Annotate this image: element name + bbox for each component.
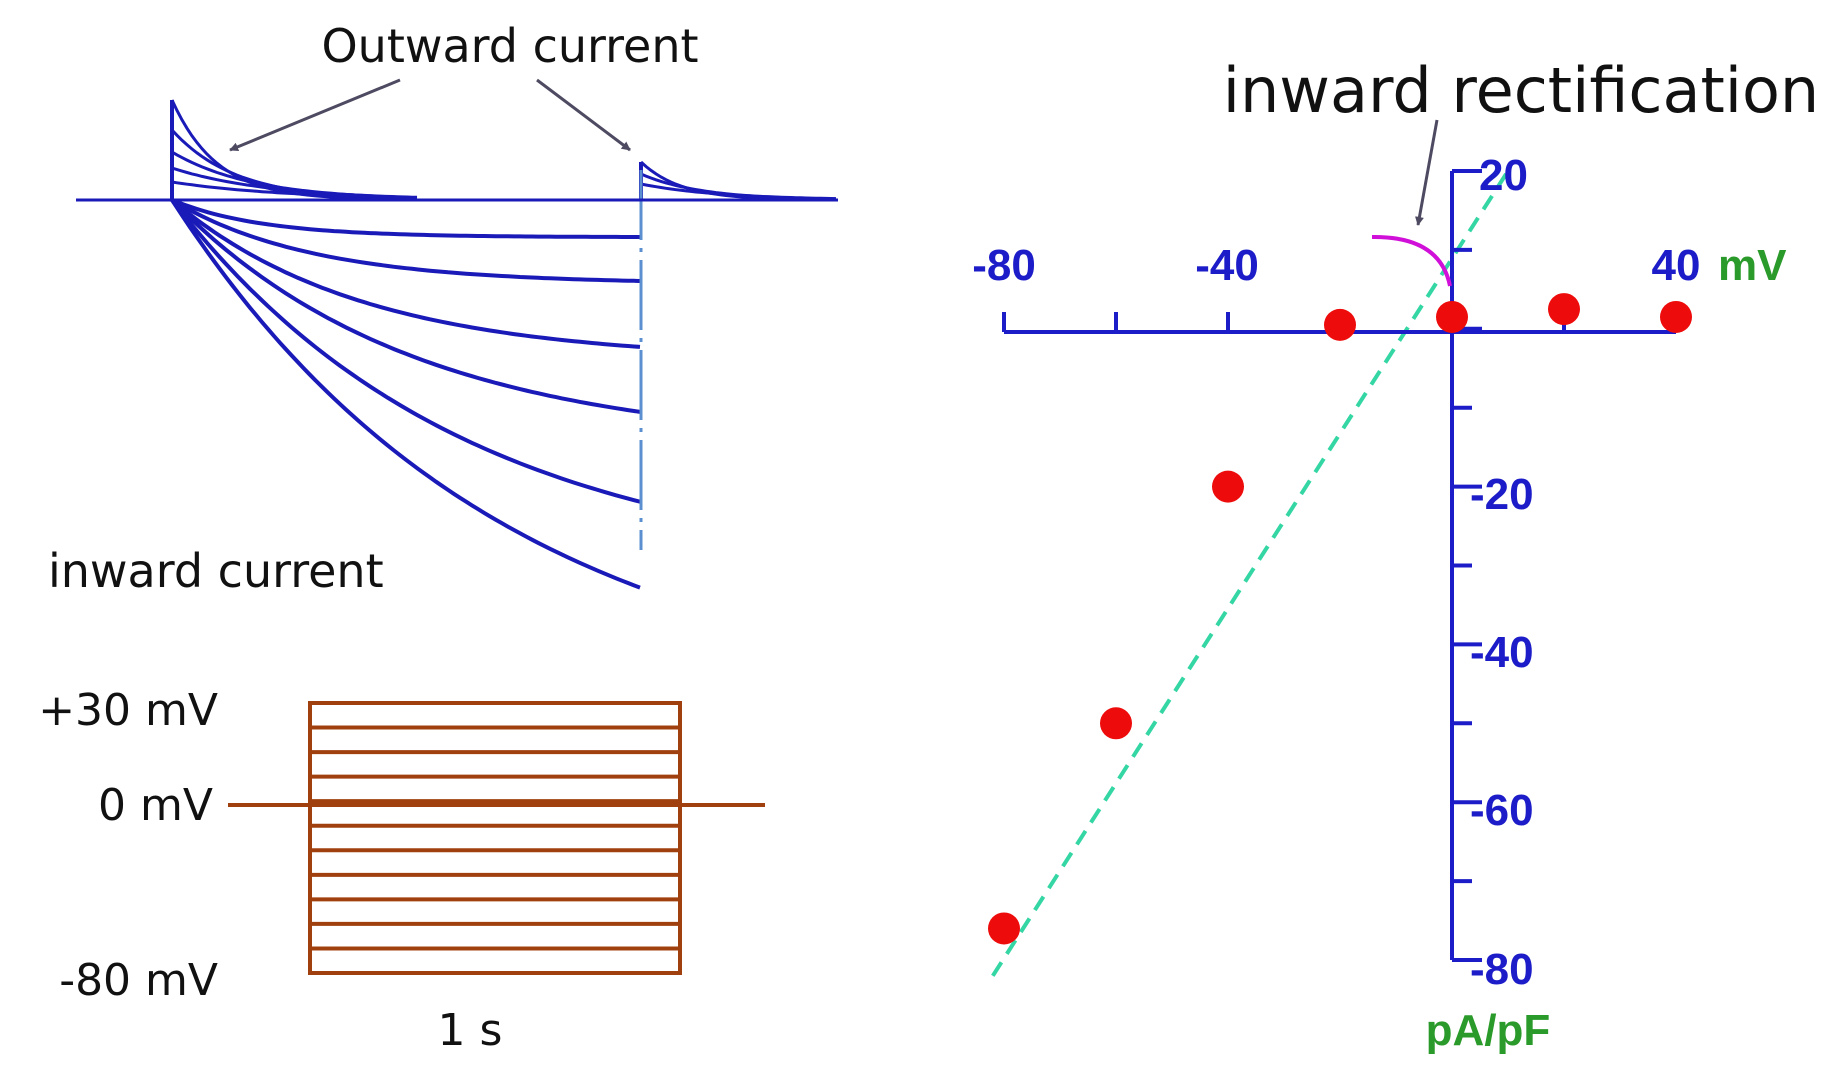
- linear-fit-line: [991, 169, 1510, 977]
- outward-current-trace: [171, 180, 418, 200]
- y-tick-label: 20: [1479, 151, 1528, 200]
- data-point: [1212, 470, 1244, 503]
- data-point: [1548, 293, 1580, 326]
- y-tick-label: -20: [1470, 470, 1534, 519]
- inward-current-trace: [170, 198, 641, 504]
- protocol-duration-label: 1 s: [438, 1005, 503, 1056]
- inward-current-trace: [170, 198, 641, 590]
- y-tick-label: -40: [1470, 628, 1534, 677]
- y-tick-label: -80: [1470, 945, 1534, 994]
- y-tick-label: -60: [1470, 786, 1534, 835]
- protocol-zero-label: 0 mV: [98, 780, 213, 831]
- data-point: [1436, 300, 1468, 333]
- current-traces: [170, 99, 837, 590]
- rectification-label: inward rectification: [1223, 54, 1819, 127]
- protocol-frame: [308, 701, 682, 975]
- iv-plot: -80 -40 40 mV 20 -20 -40 -60 -80 pA/pF i…: [972, 54, 1819, 1055]
- x-axis-unit-label: mV: [1718, 241, 1787, 290]
- protocol-top-label: +30 mV: [38, 685, 218, 736]
- inward-current-trace: [170, 198, 641, 349]
- axis-ticks: [1002, 169, 1678, 962]
- x-tick-label: -80: [972, 241, 1036, 290]
- rectification-arc: [1371, 234, 1452, 287]
- voltage-protocol-panel: +30 mV 0 mV -80 mV 1 s: [38, 685, 765, 1056]
- inward-current-trace: [170, 198, 641, 414]
- x-tick-label: -40: [1195, 241, 1259, 290]
- arrow-icon: [229, 78, 401, 152]
- inward-current-label: inward current: [48, 544, 384, 598]
- outward-current-label: Outward current: [321, 19, 698, 73]
- tail-current-trace: [640, 182, 837, 201]
- data-point: [1324, 308, 1356, 341]
- data-point: [988, 912, 1020, 945]
- outward-current-trace: [170, 99, 418, 202]
- data-point: [1100, 707, 1132, 740]
- data-point: [1660, 300, 1692, 333]
- y-axis-unit-label: pA/pF: [1426, 1006, 1551, 1055]
- protocol-bottom-label: -80 mV: [59, 955, 218, 1006]
- inward-current-trace: [170, 198, 641, 283]
- protocol-steps: [308, 701, 682, 975]
- x-tick-label: 40: [1652, 241, 1701, 290]
- current-traces-panel: Outward current inward current: [48, 19, 838, 598]
- data-points: [988, 293, 1692, 945]
- arrow-icon: [536, 78, 631, 152]
- arrow-icon: [1415, 119, 1439, 226]
- inward-current-trace: [171, 198, 640, 239]
